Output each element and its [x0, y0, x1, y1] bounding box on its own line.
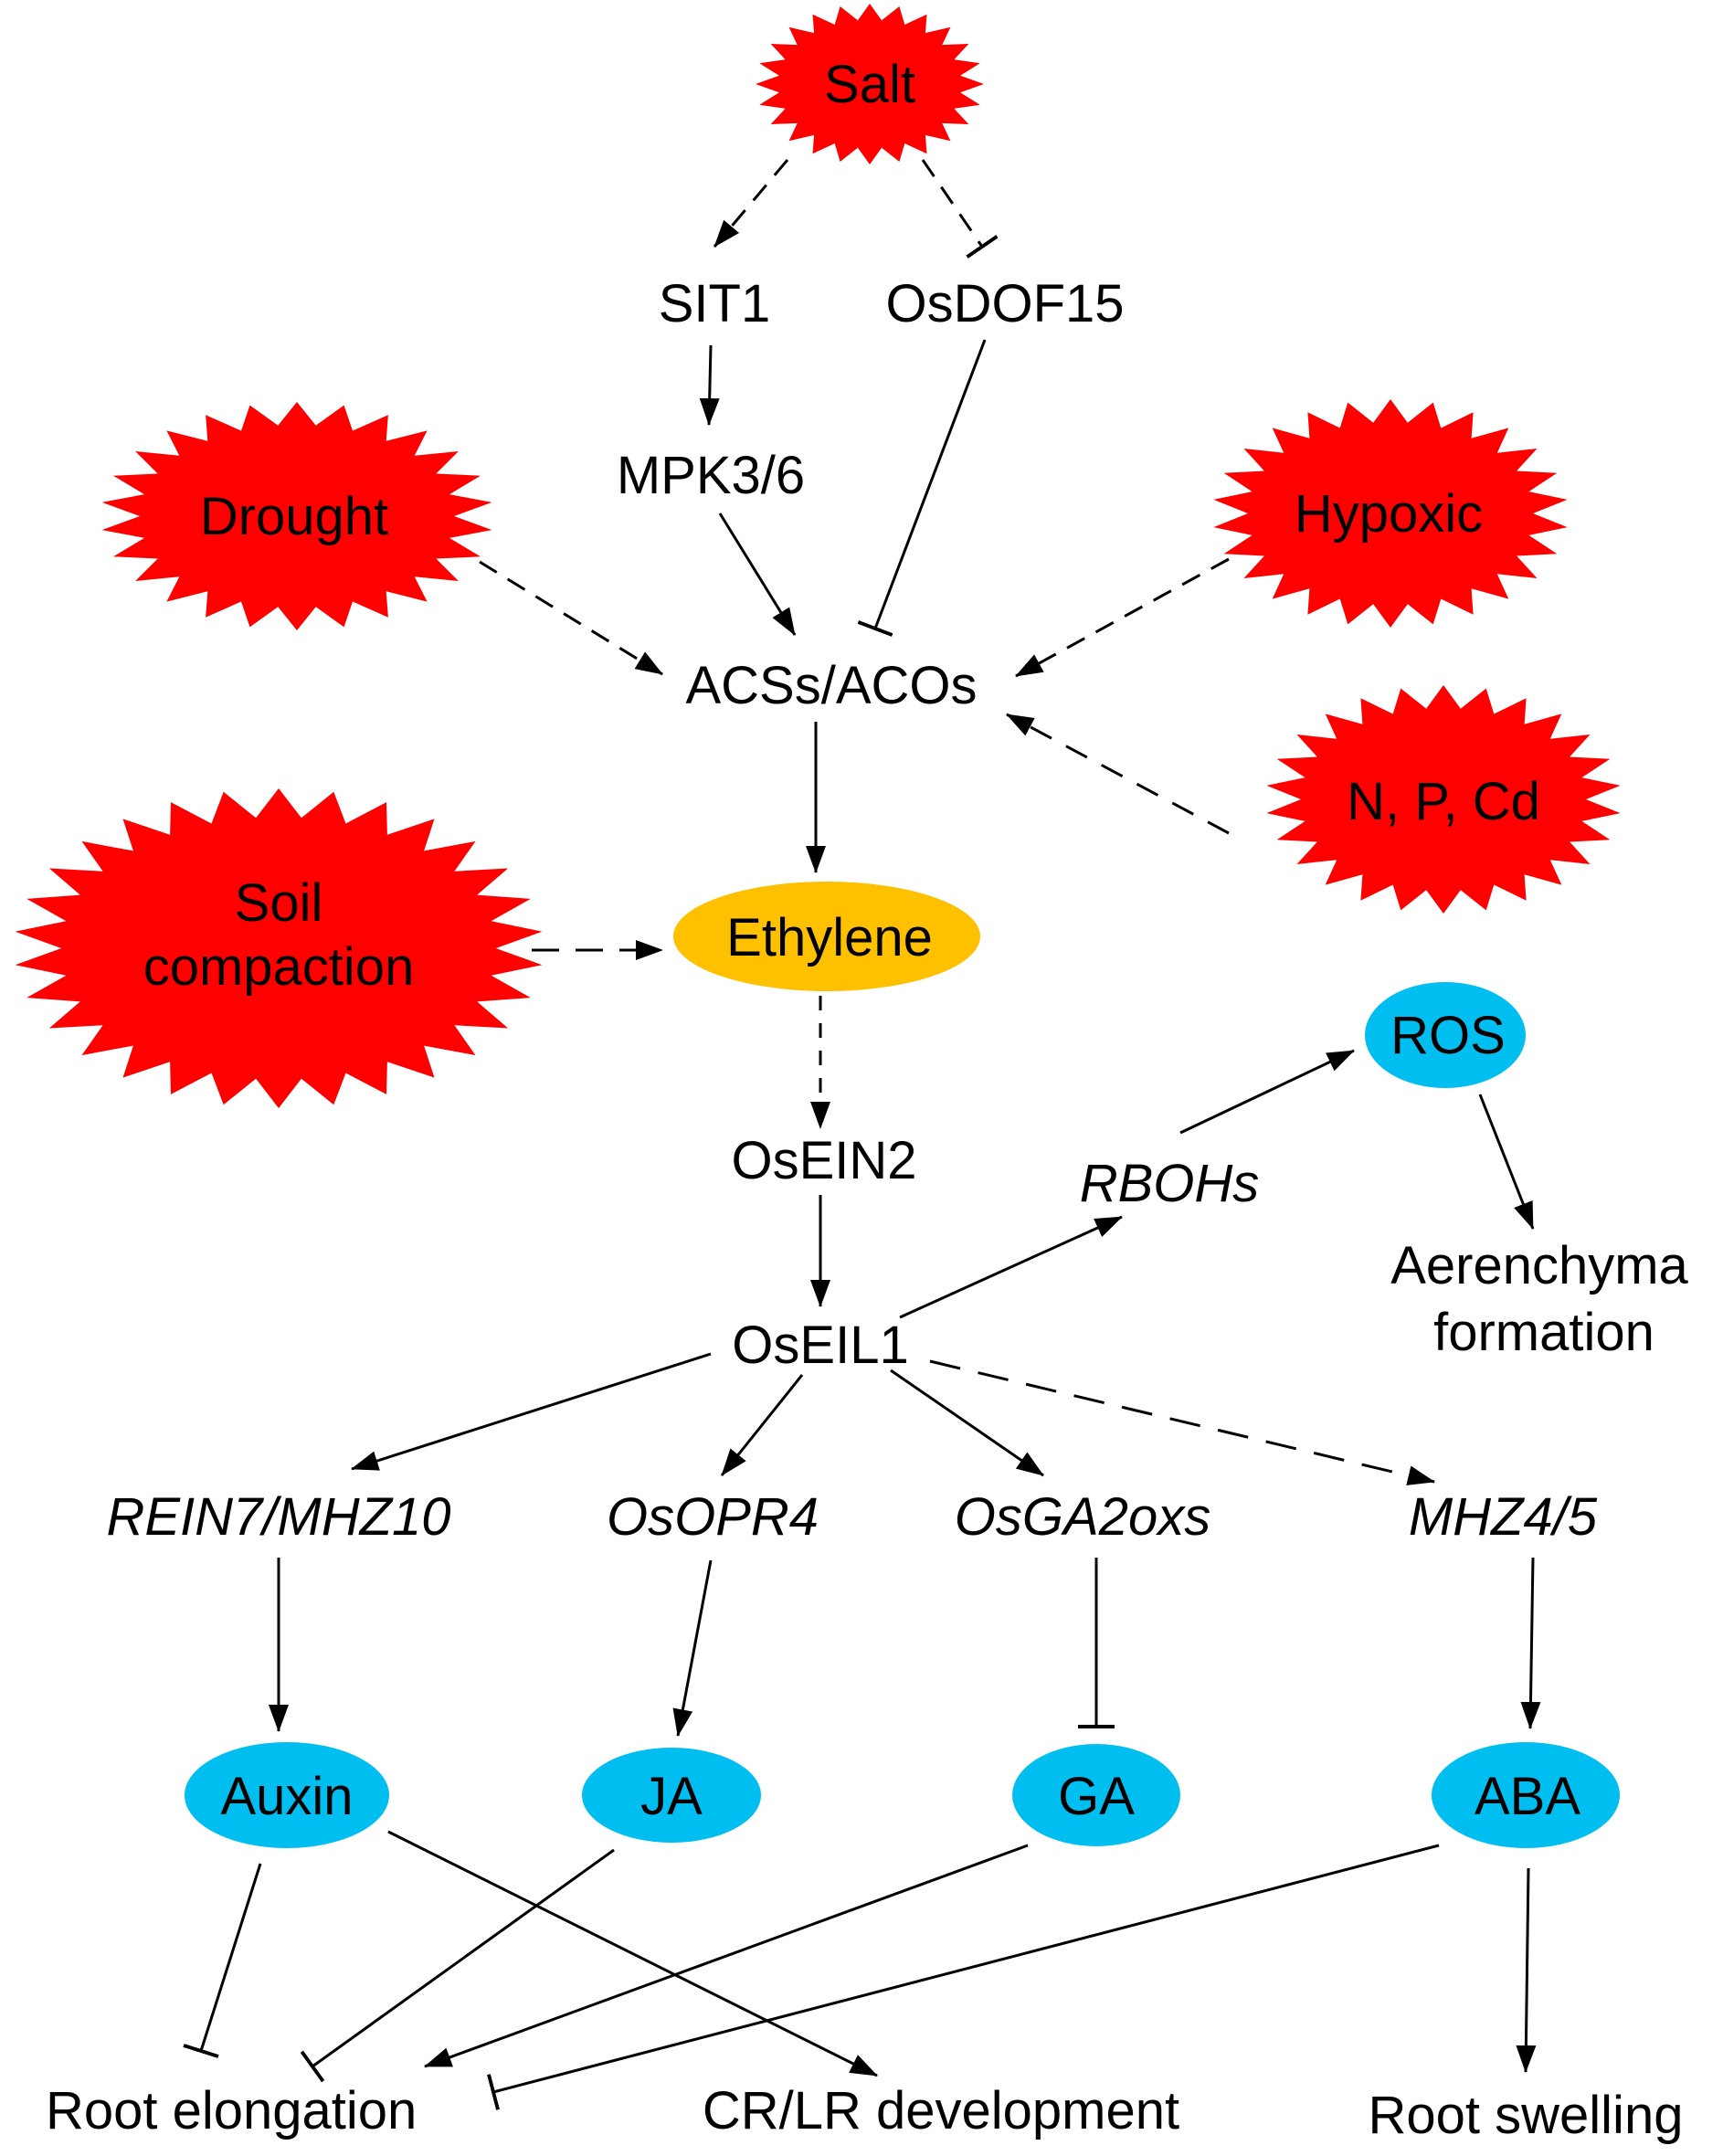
- edge-oseil1-osopr4: [720, 1374, 804, 1476]
- stress-soil-label-line1: Soil: [235, 873, 323, 933]
- root-elongation-label: Root elongation: [46, 2081, 417, 2140]
- ga-label: GA: [1058, 1767, 1135, 1826]
- edge-npcd-acs: [1006, 713, 1230, 835]
- edge-aba-root-swelling: [1516, 1867, 1537, 2073]
- edge-osdof15-acs: [857, 339, 987, 637]
- edge-oseil1-mhz45: [929, 1359, 1435, 1485]
- mpk-label: MPK3/6: [617, 446, 805, 505]
- edge-oseil1-rbohs: [899, 1215, 1123, 1319]
- stress-soil-label-line2: compaction: [143, 937, 415, 997]
- root-swelling-label: Root swelling: [1369, 2086, 1684, 2145]
- edge-ga-root-elongation: [424, 1844, 1029, 2068]
- rbohs-label: RBOHs: [1080, 1154, 1260, 1213]
- osga2oxs-label: OsGA2oxs: [955, 1487, 1210, 1547]
- edge-oseil1-osga2oxs: [890, 1369, 1044, 1477]
- edge-mpk-acs: [718, 513, 797, 636]
- edge-auxin-root-elongation: [183, 1863, 262, 2058]
- osopr4-label: OsOPR4: [607, 1487, 819, 1547]
- ja-node: [582, 1748, 761, 1843]
- edge-rbohs-ros: [1179, 1049, 1355, 1135]
- edge-drought-acs: [479, 560, 663, 676]
- ethylene-node: [673, 882, 980, 991]
- soil-starburst: [15, 788, 543, 1108]
- edge-auxin-crlr: [387, 1830, 878, 2077]
- ros-label: ROS: [1390, 1006, 1506, 1065]
- stress-hypoxic-label: Hypoxic: [1295, 484, 1483, 544]
- stress-salt-label: Salt: [824, 55, 915, 114]
- rein7-label: REIN7/MHZ10: [106, 1487, 450, 1547]
- ga-node: [1012, 1744, 1180, 1846]
- npcd-starburst: [1266, 685, 1621, 914]
- auxin-node: [185, 1742, 389, 1848]
- osdof15-label: OsDOF15: [885, 274, 1124, 333]
- edge-oseil1-rein7: [351, 1352, 712, 1471]
- edge-sit1-mpk: [699, 344, 720, 426]
- edge-mhz45-aba: [1520, 1557, 1541, 1729]
- osein2-label: OsEIN2: [731, 1131, 916, 1190]
- aerenchyma-label-line2: formation: [1433, 1303, 1654, 1362]
- ethylene-label: Ethylene: [726, 908, 933, 967]
- mhz45-label: MHZ4/5: [1409, 1487, 1598, 1547]
- hypoxic-starburst: [1213, 399, 1568, 628]
- aba-node: [1432, 1742, 1620, 1848]
- edge-ja-root-elongation: [300, 1848, 615, 2083]
- stress-drought-label: Drought: [200, 487, 388, 546]
- stress-npcd-label: N, P, Cd: [1347, 772, 1540, 831]
- aba-label: ABA: [1475, 1767, 1580, 1826]
- salt-starburst: [756, 4, 984, 164]
- edge-ros-aerenchyma: [1478, 1094, 1535, 1230]
- aerenchyma-label-line1: Aerenchyma: [1390, 1236, 1688, 1295]
- ros-node: [1365, 982, 1526, 1088]
- auxin-label: Auxin: [220, 1767, 353, 1826]
- edge-salt-sit1: [713, 159, 789, 248]
- acs-label: ACSs/ACOs: [685, 656, 977, 715]
- oseil1-label: OsEIL1: [732, 1316, 908, 1375]
- ja-label: JA: [640, 1767, 703, 1826]
- crlr-label: CR/LR development: [703, 2081, 1179, 2140]
- edge-osopr4-ja: [672, 1559, 713, 1737]
- edge-hypoxic-acs: [1015, 557, 1230, 678]
- sit1-label: SIT1: [659, 274, 771, 333]
- edge-aba-root-elongation: [487, 1844, 1440, 2110]
- drought-starburst: [101, 402, 492, 630]
- edge-salt-osdof15: [921, 159, 999, 259]
